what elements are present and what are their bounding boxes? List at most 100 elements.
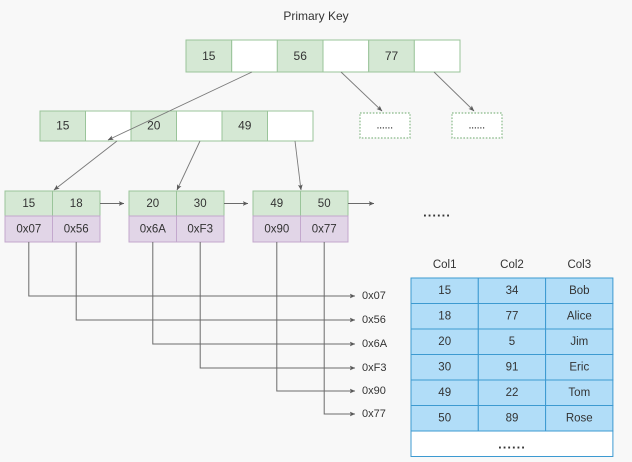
ellipsis-node-1-label: ...... — [469, 122, 485, 131]
connector-ptr-0x77 — [323, 242, 356, 417]
leaf-2-ptr-0-label: 0x90 — [264, 224, 289, 236]
table-cell — [545, 303, 614, 330]
address-label-0: 0x07 — [362, 290, 386, 302]
leaf-2-key-0-label: 49 — [270, 198, 283, 210]
internal-node: 15 20 49 — [39, 110, 314, 142]
table-row: 30 91 Eric — [410, 354, 614, 381]
connector-ptr-0x56 — [75, 242, 356, 323]
table-cell — [545, 354, 614, 381]
ellipsis-node-1-box — [451, 112, 503, 139]
table-row: 18 77 Alice — [410, 303, 614, 330]
table-cell-label: 91 — [506, 362, 519, 374]
ellipsis-node-0-label: ...... — [377, 122, 393, 131]
leaf-1-ptr-1 — [176, 215, 225, 243]
table-cell-label: Tom — [568, 387, 590, 399]
root-cell-0 — [185, 39, 233, 73]
leaf-1-key-1 — [176, 190, 225, 217]
leaf-2-ptr-0 — [252, 215, 301, 243]
edge-root-to-internal — [107, 71, 253, 141]
table-cell-label: Eric — [569, 362, 589, 374]
table-cell — [477, 277, 547, 304]
leaf-node-2: 49 50 0x90 0x77 — [252, 190, 349, 243]
table-cell-label: 30 — [438, 362, 451, 374]
table-cell-label: Jim — [570, 336, 588, 348]
edge-internal-to-leaf-2 — [294, 140, 303, 191]
table-cell-label: Rose — [566, 413, 593, 425]
internal-cell-1 — [85, 110, 132, 142]
address-label-1: 0x56 — [362, 314, 386, 326]
table-cell-label: 34 — [506, 285, 519, 297]
table-cell-label: 89 — [506, 413, 519, 425]
root-cell-4-label: 77 — [385, 49, 399, 63]
root-cell-1 — [231, 39, 278, 73]
root-cell-0-label: 15 — [202, 49, 216, 63]
table-header-col2: Col2 — [500, 259, 524, 271]
leaf-2-key-0 — [252, 190, 301, 217]
root-cell-4 — [368, 39, 415, 73]
connector-ptr-0x6A — [152, 242, 356, 347]
table-header-col1: Col1 — [433, 259, 457, 271]
leaf-2-key-1-label: 50 — [318, 198, 331, 210]
edge-root-to-ellipsis-0 — [340, 71, 383, 112]
leaf-0-ptr-1 — [52, 215, 101, 243]
ellipsis-node-1: ...... — [451, 112, 503, 139]
table-cell — [545, 328, 614, 355]
leaf-0-key-0-label: 15 — [22, 198, 35, 210]
leaf-0-key-1-label: 18 — [70, 198, 83, 210]
table-cell — [545, 379, 614, 406]
leaf-node-1: 20 30 0x6A 0xF3 — [128, 190, 225, 243]
table-header-col3: Col3 — [567, 259, 591, 271]
table-cell-label: 49 — [438, 387, 451, 399]
table-cell — [477, 405, 547, 432]
table-row: 15 34 Bob — [410, 277, 614, 304]
internal-cell-3 — [176, 110, 223, 142]
leaf-0-key-1 — [52, 190, 101, 217]
leaf-0-ptr-1-label: 0x56 — [64, 224, 89, 236]
ellipsis-node-0: ...... — [359, 112, 411, 139]
table-cell — [545, 277, 614, 304]
internal-cell-4 — [221, 110, 268, 142]
leaf-1-key-1-label: 30 — [194, 198, 207, 210]
internal-cell-2-label: 20 — [147, 119, 161, 133]
table-cell-label: 22 — [506, 387, 519, 399]
leaf-1-ptr-0-label: 0x6A — [140, 224, 167, 236]
table-cell-label: 18 — [438, 311, 451, 323]
table-cell — [477, 354, 547, 381]
table-cell-label: Alice — [567, 311, 592, 323]
table-row: 50 89 Rose — [410, 405, 614, 432]
leaf-2-ptr-1 — [300, 215, 349, 243]
page-title: Primary Key — [283, 9, 348, 23]
leaf-chain-ellipsis: ...... — [423, 204, 451, 219]
table-footer-label: ...... — [498, 436, 526, 451]
root-node: 15 56 77 — [185, 39, 461, 73]
table-cell-label: 15 — [438, 285, 451, 297]
leaf-0-ptr-0-label: 0x07 — [16, 224, 41, 236]
internal-cell-0-label: 15 — [56, 119, 70, 133]
edge-internal-to-leaf-1 — [176, 140, 201, 191]
connector-ptr-0x90 — [276, 242, 356, 394]
leaf-2-ptr-1-label: 0x77 — [312, 224, 337, 236]
root-cell-2-label: 56 — [294, 49, 308, 63]
root-cell-2 — [276, 39, 324, 73]
table-cell — [477, 303, 547, 330]
connector-ptr-0xF3 — [199, 242, 356, 371]
table-cell — [410, 379, 479, 406]
address-label-5: 0x77 — [362, 408, 386, 420]
connector-ptr-0x07 — [28, 242, 356, 299]
table-cell — [477, 328, 547, 355]
table-row: 20 5 Jim — [410, 328, 614, 355]
table-cell-label: 20 — [438, 336, 451, 348]
address-label-4: 0x90 — [362, 385, 386, 397]
ellipsis-node-0-box — [359, 112, 411, 139]
table-cell-label: 50 — [438, 413, 451, 425]
edge-root-to-ellipsis-1 — [433, 71, 475, 112]
table-footer-cell — [410, 430, 614, 457]
leaf-node-0: 15 18 0x07 0x56 — [4, 190, 101, 243]
internal-cell-5 — [267, 110, 314, 142]
table-cell — [477, 379, 547, 406]
table-cell-label: 5 — [509, 336, 515, 348]
table-footer-row: ...... — [410, 430, 614, 457]
address-label-3: 0xF3 — [362, 362, 386, 374]
address-label-2: 0x6A — [362, 338, 388, 350]
